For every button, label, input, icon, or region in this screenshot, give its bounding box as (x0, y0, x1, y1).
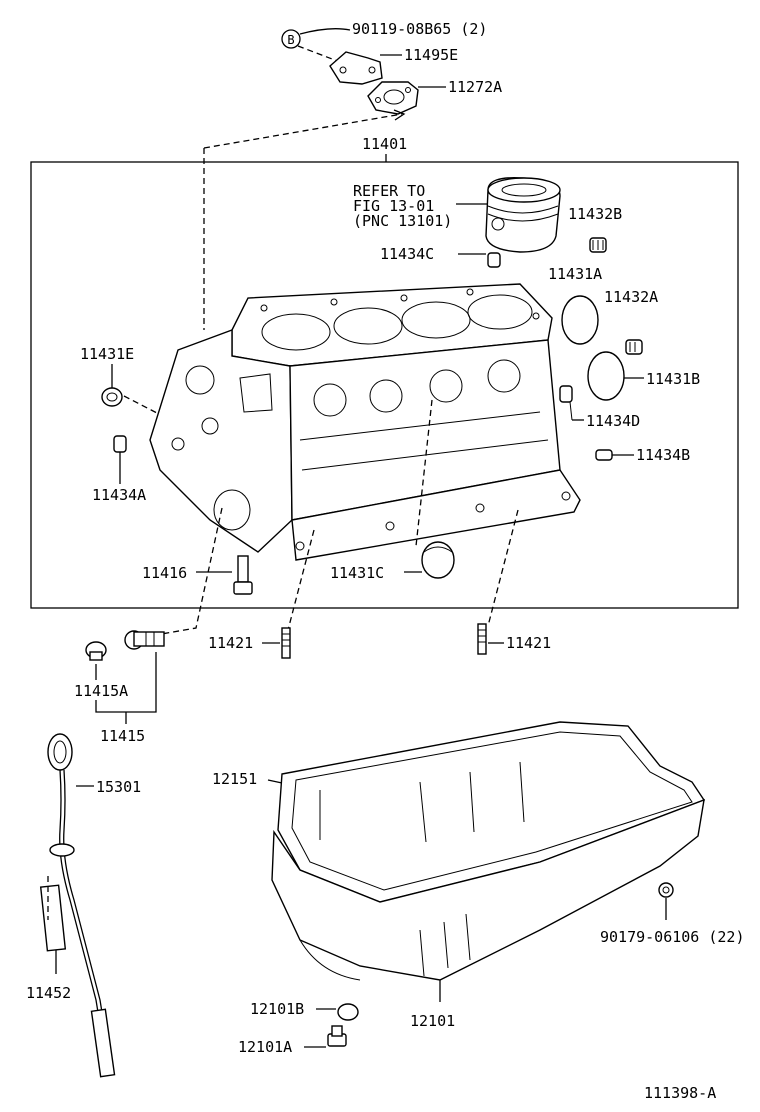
bolt-415a-part (85, 641, 107, 661)
callout-gasket-pan: 12151 (212, 770, 257, 788)
callout-plug-432b: 11432B (568, 205, 622, 223)
callout-plug-431c: 11431C (330, 564, 384, 582)
cover-plate-part (329, 51, 383, 85)
callout-pin-421-left: 11421 (208, 634, 253, 652)
callout-guide: 11452 (26, 984, 71, 1002)
figure-id: 111398-A (644, 1084, 716, 1102)
oil-level-guide-part (39, 843, 75, 952)
refer-text-2: FIG 13-01 (353, 197, 434, 215)
cylinder-block-part (149, 283, 581, 561)
callout-bolt-b: 90119-08B65 (2) (352, 20, 487, 38)
bolt-415-part (124, 630, 165, 650)
expansion-plug-431a (561, 295, 599, 345)
callout-drain-gasket: 12101B (250, 1000, 304, 1018)
gasket-part (367, 81, 419, 115)
piston-part (485, 177, 561, 253)
callout-block: 11401 (362, 135, 407, 153)
callout-oil-pan: 12101 (410, 1012, 455, 1030)
callout-plug-431b: 11431B (646, 370, 700, 388)
cylinder-block-frame (30, 161, 739, 609)
callout-pin-434d: 11434D (586, 412, 640, 430)
threaded-plug-431e (101, 387, 123, 407)
b-marker: B (281, 29, 301, 49)
dipstick-part (47, 733, 116, 1078)
refer-text-3: (PNC 13101) (353, 212, 452, 230)
expansion-plug-431b (587, 351, 625, 401)
pin-434b-part (595, 449, 613, 461)
expansion-plug-431c (421, 541, 455, 579)
callout-pin-434c: 11434C (380, 245, 434, 263)
bolt-416-part (233, 555, 253, 595)
callout-plug-431e: 11431E (80, 345, 134, 363)
drain-gasket-part (337, 1003, 359, 1021)
callout-plug-431a: 11431A (548, 265, 602, 283)
callout-bolt-415: 11415 (100, 727, 145, 745)
pin-434a-part (113, 435, 127, 453)
callout-pin-434a: 11434A (92, 486, 146, 504)
oil-pan-part (271, 761, 705, 981)
stud-421-right-part (477, 623, 487, 655)
callout-gasket: 11272A (448, 78, 502, 96)
pin-434d-part (559, 385, 573, 403)
refer-text-1: REFER TO (353, 182, 425, 200)
nut-part (658, 882, 674, 898)
stud-421-left-part (281, 627, 291, 659)
callout-bolt-415a: 11415A (74, 682, 128, 700)
callout-pin-434b: 11434B (636, 446, 690, 464)
callout-nut: 90179-06106 (22) (600, 928, 745, 946)
callout-plug-432a: 11432A (604, 288, 658, 306)
callout-bolt-416: 11416 (142, 564, 187, 582)
callout-pin-421-right: 11421 (506, 634, 551, 652)
threaded-plug-432a (625, 339, 643, 355)
svg-text:B: B (287, 33, 294, 47)
callout-plate: 11495E (404, 46, 458, 64)
callout-dipstick: 15301 (96, 778, 141, 796)
drain-plug-part (327, 1025, 347, 1047)
callout-drain-plug: 12101A (238, 1038, 292, 1056)
pin-434c-part (487, 252, 501, 268)
threaded-plug-432b (589, 237, 607, 253)
